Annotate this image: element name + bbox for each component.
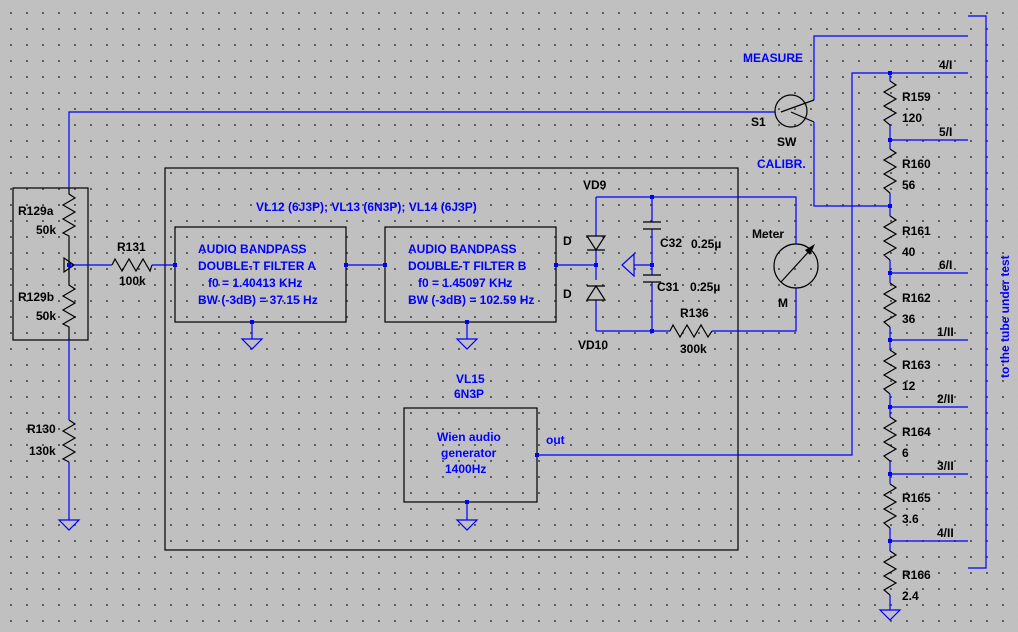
- r164-ref: R164: [902, 425, 931, 439]
- filter-a-line4: BW (-3dB) = 37.15 Hz: [198, 293, 318, 307]
- c32-ref: C32: [660, 236, 682, 250]
- filter-b-line3: f0 = 1.45097 KHz: [418, 276, 512, 290]
- filter-b-line2: DOUBLE-T FILTER B: [408, 259, 527, 273]
- capacitor-c31: [643, 274, 661, 283]
- meter-ref: Meter: [752, 227, 784, 241]
- attenuator-resistors: [882, 80, 898, 596]
- resistor-r166: [882, 550, 898, 596]
- r162-value: 36: [902, 312, 916, 326]
- s1-value: SW: [777, 135, 797, 149]
- r136-value: 300k: [680, 342, 707, 356]
- generator-line3: 1400Hz: [445, 462, 486, 476]
- r160-ref: R160: [902, 157, 931, 171]
- r165-ref: R165: [902, 491, 931, 505]
- r131-ref: R131: [117, 240, 146, 254]
- r129b-value: 50k: [36, 309, 56, 323]
- generator-tube-type: 6N3P: [454, 387, 484, 401]
- r161-value: 40: [902, 245, 916, 259]
- potentiometer-r129: [61, 188, 77, 340]
- generator-out: out: [546, 433, 565, 447]
- r166-ref: R166: [902, 568, 931, 582]
- resistor-r130: [61, 419, 77, 463]
- filter-a-line2: DOUBLE-T FILTER A: [198, 259, 316, 273]
- potentiometer-wiper-arrow: [63, 256, 76, 274]
- resistor-r163: [882, 349, 898, 395]
- r164-value: 6: [902, 446, 909, 460]
- capacitor-c32: [643, 221, 661, 230]
- filter-b-box: [384, 226, 557, 323]
- c32-value: 0.25µ: [691, 237, 721, 251]
- filter-b-line1: AUDIO BANDPASS: [408, 242, 516, 256]
- filter-a-line1: AUDIO BANDPASS: [198, 242, 306, 256]
- r129a-value: 50k: [36, 223, 56, 237]
- resistor-r162: [882, 282, 898, 328]
- tubes-label: VL12 (6J3P); VL13 (6N3P); VL14 (6J3P): [256, 200, 477, 214]
- resistor-r159: [882, 80, 898, 126]
- vd9-ref: VD9: [583, 178, 607, 192]
- generator-line1: Wien audio: [437, 430, 501, 444]
- resistor-r161: [882, 215, 898, 261]
- ground-symbols: [57, 338, 902, 621]
- wires: [68, 15, 987, 610]
- r162-ref: R162: [902, 291, 931, 305]
- diode-vd10: [585, 284, 607, 301]
- switch-s1: [774, 94, 815, 128]
- vd9-pin: D: [563, 234, 572, 248]
- measurement-unit-box: [164, 167, 739, 551]
- r136-ref: R136: [680, 306, 709, 320]
- r160-value: 56: [902, 178, 916, 192]
- r129b-ref: R129b: [18, 290, 54, 304]
- tap-label: 5/I: [939, 125, 952, 139]
- r163-ref: R163: [902, 358, 931, 372]
- diode-vd9: [585, 235, 607, 252]
- side-label: to the tube under test: [998, 255, 1012, 378]
- tap-label: 4/II: [937, 526, 954, 540]
- c31-ref: C31: [657, 280, 679, 294]
- junction-dots: [67, 71, 892, 543]
- generator-tube: VL15: [456, 372, 485, 386]
- r161-ref: R161: [902, 224, 931, 238]
- vd10-ref: VD10: [578, 338, 608, 352]
- r166-value: 2.4: [902, 589, 919, 603]
- filter-b-line4: BW (-3dB) = 102.59 Hz: [408, 293, 534, 307]
- resistor-r160: [882, 148, 898, 194]
- switch-calibr-label: CALIBR.: [757, 157, 806, 171]
- generator-line2: generator: [441, 446, 497, 460]
- r131-value: 100k: [119, 274, 146, 288]
- tap-label: 2/II: [937, 392, 954, 406]
- potentiometer-r129-box: [12, 187, 89, 341]
- tap-label: 1/II: [937, 325, 954, 339]
- c31-value: 0.25µ: [690, 280, 720, 294]
- r159-ref: R159: [902, 90, 931, 104]
- resistor-r164: [882, 416, 898, 462]
- r130-value: 130k: [29, 444, 56, 458]
- meter-symbol-label: M: [778, 296, 788, 310]
- filter-a-line3: f0 = 1.40413 KHz: [208, 276, 302, 290]
- tap-label: 4/I: [939, 58, 952, 72]
- vd10-pin: D: [563, 287, 572, 301]
- switch-measure-label: MEASURE: [743, 51, 803, 65]
- ground-triangle-c: [621, 252, 635, 278]
- resistor-r165: [882, 483, 898, 529]
- r130-ref: R130: [27, 422, 56, 436]
- tap-label: 3/II: [937, 459, 954, 473]
- r129a-ref: R129a: [18, 204, 54, 218]
- resistor-r131: [111, 257, 153, 273]
- filter-a-box: [174, 226, 347, 323]
- resistor-r136: [669, 323, 713, 339]
- r163-value: 12: [902, 379, 916, 393]
- r159-value: 120: [902, 111, 922, 125]
- s1-ref: S1: [751, 115, 766, 129]
- r165-value: 3.6: [902, 512, 919, 526]
- tap-label: 6/I: [939, 258, 952, 272]
- meter-symbol: [773, 243, 819, 289]
